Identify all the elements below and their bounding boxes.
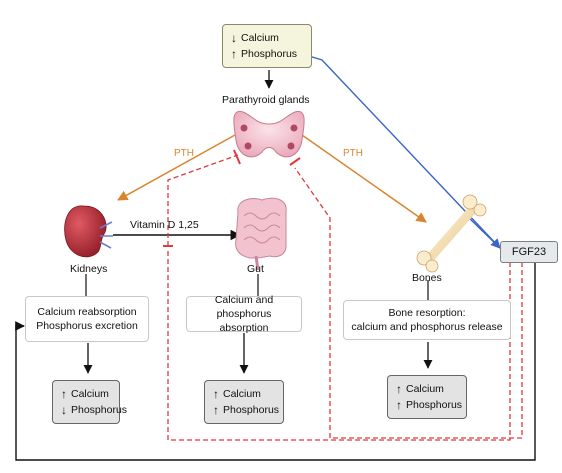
bone-result-row-1: ↑ Calcium <box>394 381 444 397</box>
kidney-result-label-2: Phosphorus <box>71 404 128 416</box>
bone-result-row-2: ↑ Phosphorus <box>394 397 462 413</box>
vitamin-d-label: Vitamin D 1,25 <box>130 219 199 231</box>
pth-left-label: PTH <box>174 148 194 159</box>
gut-effect-line-2: phosphorus absorption <box>216 307 272 335</box>
pth-arrow-to-bones <box>301 134 427 223</box>
kidney-result-row-2: ↓ Phosphorus <box>59 402 127 418</box>
arrow-down-icon: ↓ <box>231 30 237 45</box>
bone-effect-box: Bone resorption: calcium and phosphorus … <box>343 300 511 340</box>
arrow-up-icon: ↑ <box>61 386 67 401</box>
bone-effect-line-1: Bone resorption: <box>388 306 466 319</box>
top-status-row-2: ↑ Phosphorus <box>229 46 297 62</box>
kidney-result-row-1: ↑ Calcium <box>59 386 109 402</box>
inhibition-fgf23-left <box>167 248 511 441</box>
gut-result-box: ↑ Calcium ↑ Phosphorus <box>204 380 284 424</box>
gut-effect-box: Calcium and phosphorus absorption <box>186 293 302 335</box>
feedback-loop <box>15 262 536 461</box>
kidney-effect-box: Calcium reabsorption Phosphorus excretio… <box>25 296 149 342</box>
gut-result-label-1: Calcium <box>223 387 261 400</box>
parathyroid-illustration <box>233 110 305 158</box>
arrow-up-icon: ↑ <box>213 403 219 417</box>
top-status-label-1: Calcium <box>241 31 279 44</box>
gut-label: Gut <box>247 263 264 275</box>
inhibition-bar-parathyroid-right <box>289 157 301 166</box>
bone-illustration <box>416 194 487 273</box>
inhibition-fgf23-right <box>294 167 523 439</box>
bones-label: Bones <box>412 272 442 284</box>
fgf-arrow-top-to-fgf23 <box>308 55 501 249</box>
gut-result-row-2: ↑ Phosphorus <box>211 402 279 418</box>
kidney-result-label-1: Calcium <box>71 387 109 400</box>
kidney-effect-line-2: Phosphorus excretion <box>36 320 138 332</box>
inhibition-bars <box>163 149 301 247</box>
fgf23-label: FGF23 <box>511 245 547 258</box>
arrow-up-icon: ↑ <box>396 398 402 412</box>
fgf23-box: FGF23 <box>500 241 558 263</box>
gut-result-label-2: Phosphorus <box>223 404 280 416</box>
bone-result-label-2: Phosphorus <box>406 399 463 411</box>
arrow-down-icon: ↓ <box>61 403 67 417</box>
kidney-effect-line-1: Calcium reabsorption <box>37 305 137 318</box>
gut-effect-line-1: Calcium and <box>214 293 274 306</box>
gut-illustration <box>235 197 287 271</box>
parathyroid-label: Parathyroid glands <box>222 94 310 106</box>
inhibition-bar-parathyroid-left <box>233 149 241 165</box>
inhibition-lines <box>167 154 523 441</box>
top-status-label-2: Phosphorus <box>241 48 298 60</box>
bone-result-box: ↑ Calcium ↑ Phosphorus <box>387 375 467 419</box>
arrow-up-icon: ↑ <box>231 47 237 61</box>
top-status-row-1: ↓ Calcium <box>229 30 279 46</box>
arrow-up-icon: ↑ <box>396 381 402 396</box>
gut-result-row-1: ↑ Calcium <box>211 386 261 402</box>
fgf-arrow-bone-to-fgf23 <box>465 214 501 249</box>
kidney-result-box: ↑ Calcium ↓ Phosphorus <box>52 380 127 424</box>
inhibition-gut-to-parathyroid <box>167 154 239 246</box>
kidney-illustration <box>64 205 113 258</box>
top-status-box: ↓ Calcium ↑ Phosphorus <box>222 24 312 68</box>
bone-effect-line-2: calcium and phosphorus release <box>351 321 503 333</box>
arrow-up-icon: ↑ <box>213 386 219 401</box>
kidneys-label: Kidneys <box>70 263 108 275</box>
pth-arrow-to-kidneys <box>117 134 236 201</box>
bone-result-label-1: Calcium <box>406 382 444 395</box>
pth-right-label: PTH <box>343 148 363 159</box>
